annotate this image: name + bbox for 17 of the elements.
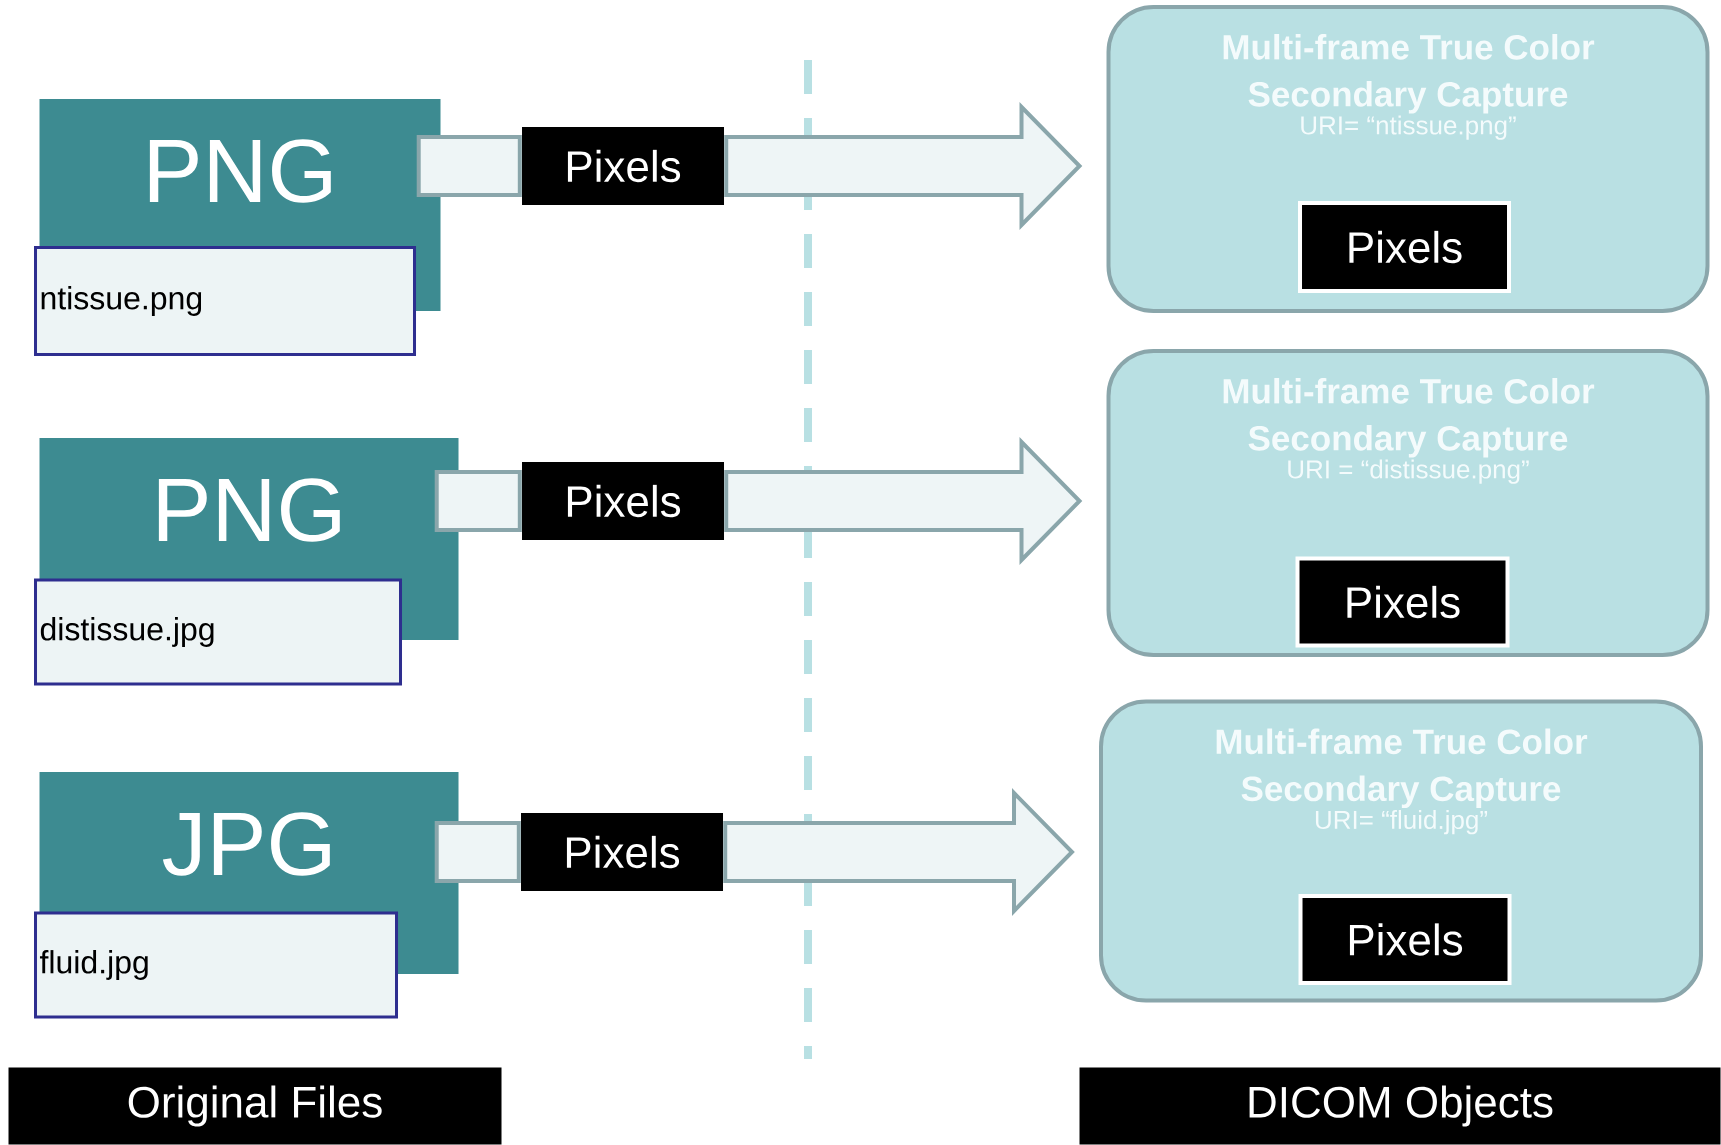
pixels-box: Pixels <box>1298 894 1512 985</box>
pixels-box: Pixels <box>521 813 723 891</box>
block-arrow <box>434 821 521 883</box>
block-arrow <box>416 135 522 197</box>
block-arrow <box>434 470 522 532</box>
column-heading-bar: Original Files <box>8 1067 502 1145</box>
pixels-box: Pixels <box>1295 556 1510 648</box>
block-arrow <box>724 102 1083 230</box>
column-heading-bar: DICOM Objects <box>1079 1067 1721 1145</box>
pixels-box: Pixels <box>1298 201 1511 293</box>
pixels-box: Pixels <box>522 127 724 205</box>
filename-box: ntissue.png <box>34 246 416 356</box>
filename-box: fluid.jpg <box>34 911 398 1019</box>
filename-box: distissue.jpg <box>34 578 402 686</box>
block-arrow <box>723 788 1075 916</box>
pixels-box: Pixels <box>522 462 724 540</box>
block-arrow <box>724 437 1083 565</box>
